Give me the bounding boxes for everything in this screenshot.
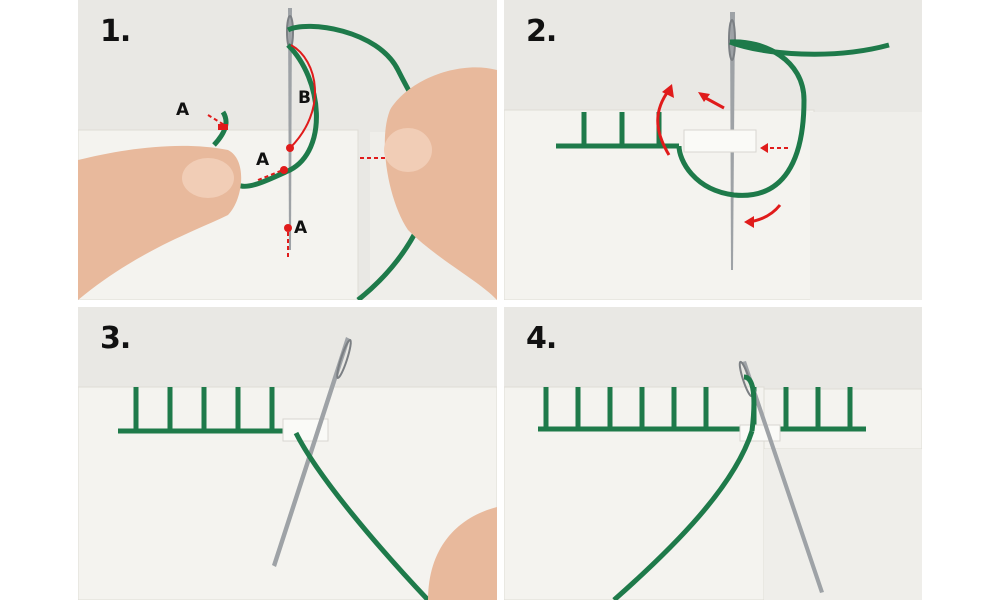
step-4-illustration <box>504 360 922 600</box>
step-1-photo: 1. A B A A <box>78 0 497 300</box>
step-number: 3. <box>100 321 131 356</box>
point-label: B <box>298 88 311 108</box>
step-3-illustration <box>78 337 497 600</box>
step-4-photo: 4. <box>504 307 922 600</box>
needle-icon <box>742 361 824 593</box>
step-number: 1. <box>100 14 131 49</box>
step-2-illustration <box>504 12 922 300</box>
step-number: 2. <box>526 14 557 49</box>
step-2-photo: 2. <box>504 0 922 300</box>
point-label: A <box>256 150 270 170</box>
step-number: 4. <box>526 321 557 356</box>
point-label: A <box>294 218 308 238</box>
step-1-illustration <box>78 8 497 300</box>
hand-icon <box>428 507 497 600</box>
needle-icon <box>288 8 292 250</box>
step-3-photo: 3. <box>78 307 497 600</box>
point-label: A <box>176 100 190 120</box>
needle-icon <box>272 337 350 567</box>
